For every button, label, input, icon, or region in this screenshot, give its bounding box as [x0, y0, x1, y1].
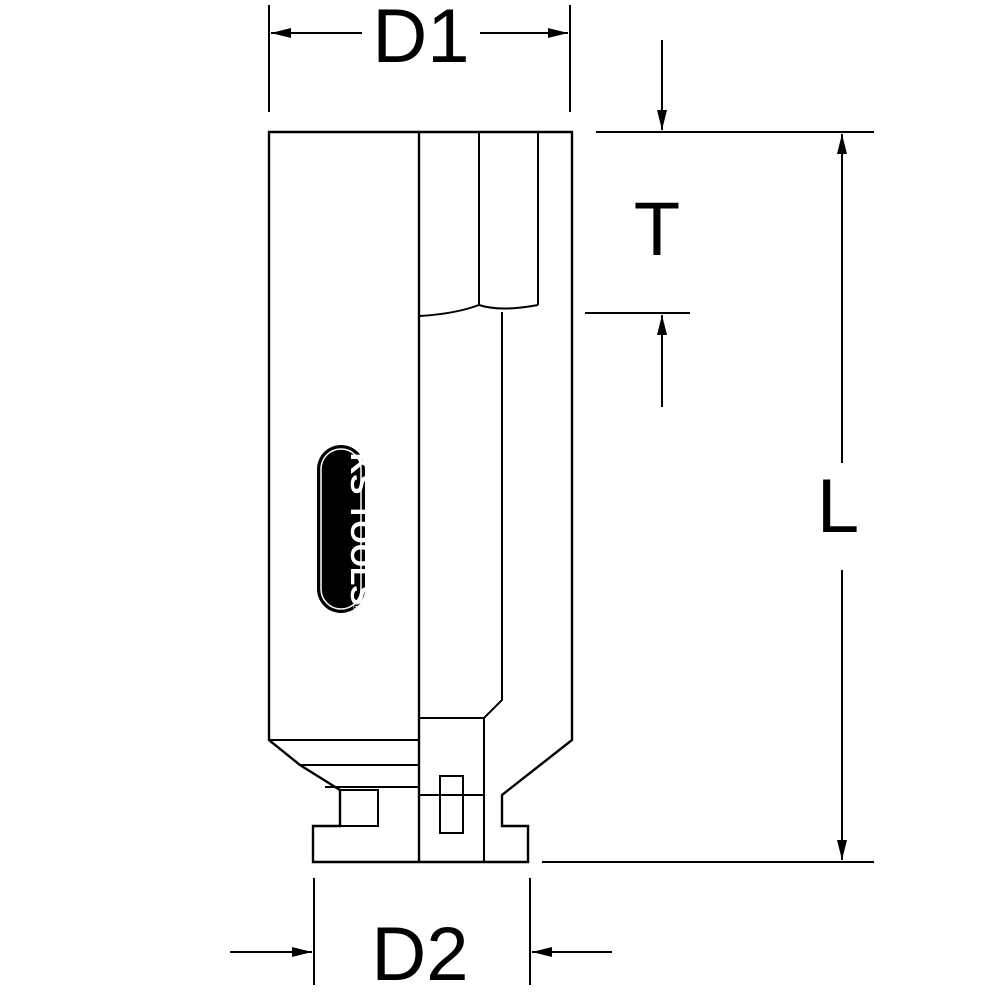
l-label: L: [817, 464, 859, 549]
ks-tools-logo: KS TOOLS ®: [317, 445, 377, 613]
bore-inner: [419, 312, 503, 719]
dimension-t: T: [585, 40, 874, 407]
detent-pin: [439, 775, 464, 834]
hex-bottom-curve: [418, 303, 539, 317]
drive-stem: [340, 789, 379, 827]
socket-body: [267, 130, 574, 864]
socket-outline: [267, 130, 574, 864]
dimension-d1: D1: [268, 0, 571, 112]
dimension-l: L: [542, 134, 874, 863]
t-label: T: [634, 187, 680, 272]
logo-badge: [317, 445, 365, 613]
d1-label: D1: [372, 0, 469, 79]
logo-registered-mark: ®: [351, 604, 361, 611]
d2-label: D2: [371, 912, 468, 997]
logo-text: KS TOOLS: [344, 453, 377, 606]
dimension-d2: D2: [230, 878, 612, 997]
logo-badge-inner: [320, 448, 362, 610]
